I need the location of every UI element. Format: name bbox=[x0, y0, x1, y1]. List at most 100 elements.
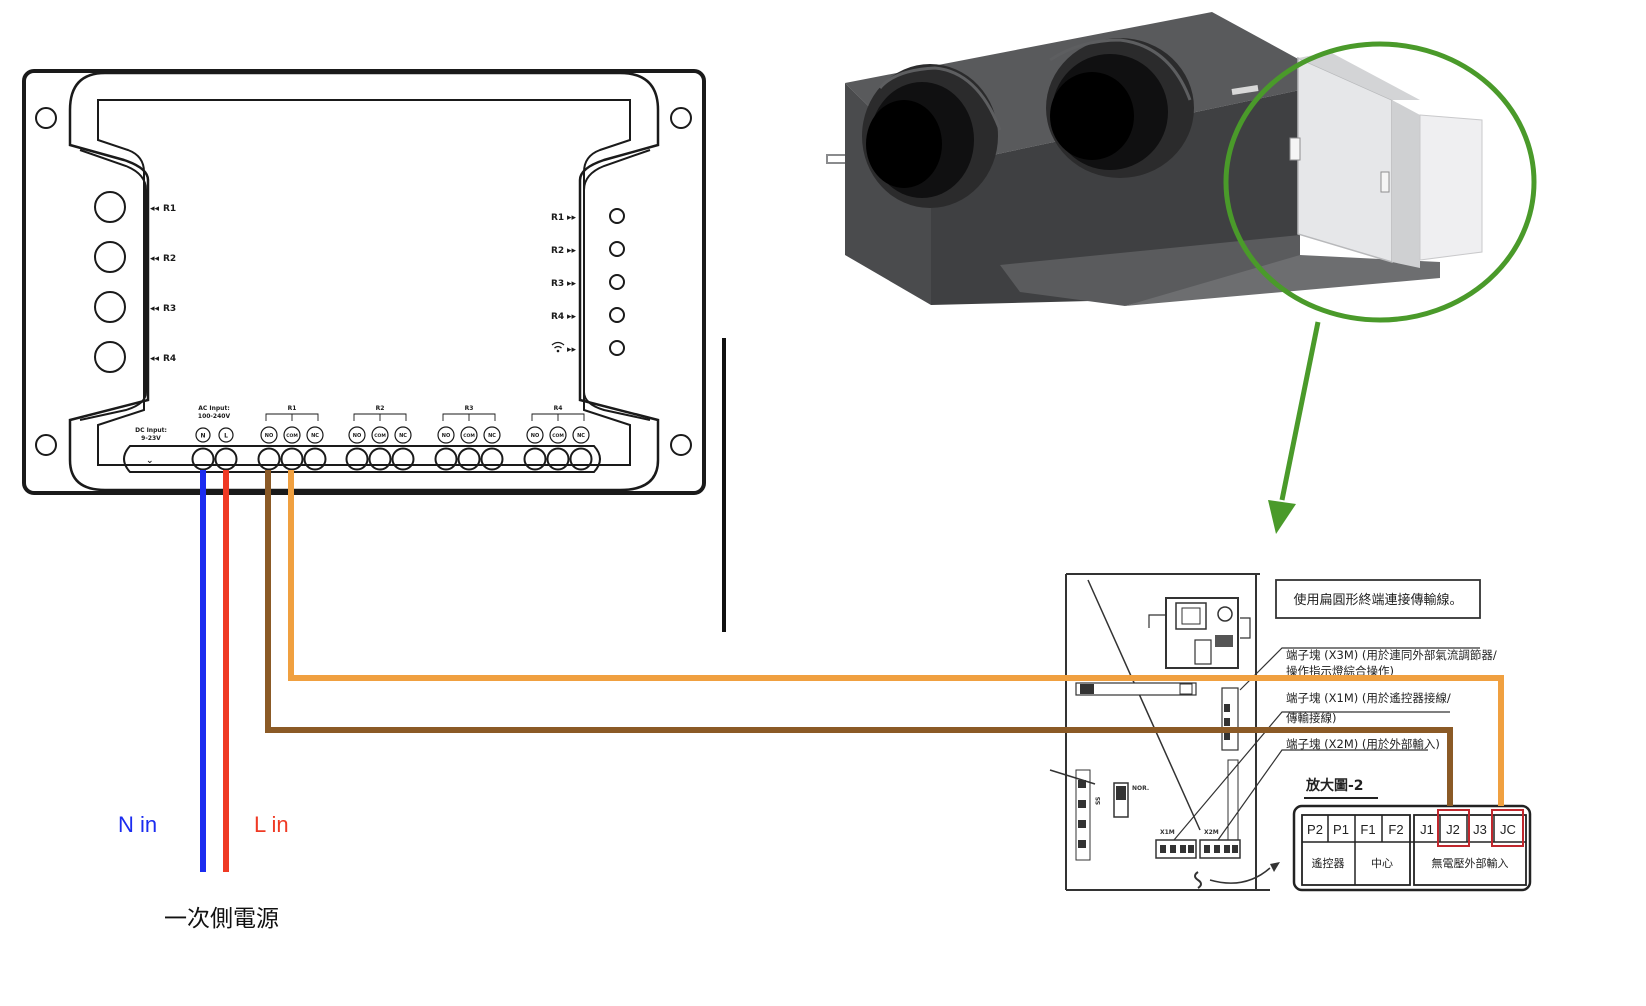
terminal-p2: P2 bbox=[1307, 822, 1323, 837]
highlight-circle bbox=[1223, 41, 1537, 323]
led-arrow-icon: ▸▸ bbox=[567, 345, 577, 355]
wifi-icon bbox=[551, 341, 565, 353]
terminal-r2-com bbox=[368, 447, 392, 471]
mount-hole bbox=[670, 434, 692, 456]
terminal-strip: ⌄ bbox=[123, 445, 601, 473]
relay-group-label: R1 bbox=[288, 405, 297, 412]
switch-s-label: SS bbox=[1095, 797, 1102, 805]
terminal-f2: F2 bbox=[1388, 822, 1403, 837]
x2m-label: X2M bbox=[1204, 829, 1219, 836]
button-label-r2: R2 bbox=[163, 254, 176, 264]
button-label-r3: R3 bbox=[163, 304, 176, 314]
terminal-r3-nc bbox=[480, 447, 504, 471]
label-com: COM bbox=[374, 433, 386, 439]
label-no: NO bbox=[265, 433, 273, 439]
terminal-p1: P1 bbox=[1333, 822, 1349, 837]
label-no: NO bbox=[353, 433, 361, 439]
terminal-r4-no bbox=[523, 447, 547, 471]
relay-group-label: R4 bbox=[554, 405, 563, 412]
terminal-r3-no bbox=[434, 447, 458, 471]
led-arrow-icon: ▸▸ bbox=[567, 213, 577, 223]
button-label-r1: R1 bbox=[163, 204, 176, 214]
terminal-r4-nc bbox=[569, 447, 593, 471]
button-arrow-icon: ◂◂ bbox=[150, 254, 160, 264]
relay-module: ◂◂ R1 ◂◂ R2 ◂◂ R3 ◂◂ R4 R1 ▸▸ R2 ▸▸ R3 ▸… bbox=[22, 69, 706, 495]
wire-brown-no-to-j2 bbox=[265, 470, 1453, 806]
pcb-diagram: NOR. SS X1M X2M 使用扁圓形終端連接傳輸線。 端子塊 (X3M) … bbox=[1049, 573, 1532, 892]
led-r2 bbox=[609, 241, 625, 257]
relay-button-r4[interactable] bbox=[94, 341, 126, 373]
label-nc: NC bbox=[311, 433, 319, 439]
ac-input-title: AC Input: bbox=[198, 405, 229, 412]
x3m-desc-2: 操作指示燈綜合操作) bbox=[1286, 664, 1394, 678]
label-nc: NC bbox=[399, 433, 407, 439]
led-label-r4: R4 bbox=[551, 312, 564, 322]
terminal-r1-com bbox=[280, 447, 304, 471]
terminal-jc: JC bbox=[1500, 822, 1516, 837]
chevron-down-icon: ⌄ bbox=[146, 456, 154, 466]
right-leds: R1 ▸▸ R2 ▸▸ R3 ▸▸ R4 ▸▸ ▸▸ bbox=[551, 208, 625, 356]
terminal-r2-no bbox=[345, 447, 369, 471]
terminal-l bbox=[214, 447, 238, 471]
label-l: L bbox=[224, 433, 228, 440]
terminal-n bbox=[191, 447, 215, 471]
terminal-r1-nc bbox=[303, 447, 327, 471]
relay-button-r2[interactable] bbox=[94, 241, 126, 273]
button-label-r4: R4 bbox=[163, 354, 176, 364]
pointer-arrow bbox=[1279, 321, 1321, 501]
left-buttons: ◂◂ R1 ◂◂ R2 ◂◂ R3 ◂◂ R4 bbox=[94, 191, 176, 373]
terminal-r2-nc bbox=[391, 447, 415, 471]
ac-input-range: 100-240V bbox=[198, 413, 231, 420]
label-nc: NC bbox=[577, 433, 585, 439]
x1m-label: X1M bbox=[1160, 829, 1175, 836]
label-com: COM bbox=[463, 433, 475, 439]
terminal-r1-no bbox=[257, 447, 281, 471]
l-in-label: L in bbox=[254, 812, 289, 837]
wires bbox=[200, 470, 1504, 872]
led-label-r2: R2 bbox=[551, 246, 564, 256]
terminal-f1: F1 bbox=[1360, 822, 1375, 837]
led-r1 bbox=[609, 208, 625, 224]
led-wifi bbox=[609, 340, 625, 356]
label-no: NO bbox=[531, 433, 539, 439]
zoom-terminal-block bbox=[1292, 804, 1532, 892]
led-arrow-icon: ▸▸ bbox=[567, 246, 577, 256]
relay-button-r1[interactable] bbox=[94, 191, 126, 223]
led-arrow-icon: ▸▸ bbox=[567, 312, 577, 322]
button-arrow-icon: ◂◂ bbox=[150, 204, 160, 214]
led-label-r3: R3 bbox=[551, 279, 564, 289]
terminal-j1: J1 bbox=[1420, 822, 1434, 837]
highlight-j2 bbox=[1437, 809, 1470, 847]
primary-power-label: 一次側電源 bbox=[164, 906, 279, 932]
led-r4 bbox=[609, 307, 625, 323]
ventilation-unit bbox=[826, 12, 1483, 306]
x3m-desc-1: 端子塊 (X3M) (用於連同外部氣流調節器/ bbox=[1286, 648, 1497, 662]
label-com: COM bbox=[286, 433, 298, 439]
relay-group-label: R2 bbox=[376, 405, 385, 412]
label-nc: NC bbox=[488, 433, 496, 439]
dc-input-title: DC Input: bbox=[135, 427, 167, 434]
terminal-r3-com bbox=[457, 447, 481, 471]
mount-hole bbox=[35, 107, 57, 129]
relay-button-r3[interactable] bbox=[94, 291, 126, 323]
led-arrow-icon: ▸▸ bbox=[567, 279, 577, 289]
arrow-head-icon bbox=[1268, 500, 1296, 534]
relay-group-label: R3 bbox=[465, 405, 474, 412]
wire-orange-com-to-jc bbox=[288, 470, 1504, 806]
zoom-title: 放大圖-2 bbox=[1305, 777, 1364, 794]
x1m-desc-2: 傳輸接線) bbox=[1286, 711, 1337, 725]
terminal-j3: J3 bbox=[1473, 822, 1487, 837]
dc-input-range: 9-23V bbox=[141, 435, 161, 442]
section-external-input: 無電壓外部輸入 bbox=[1432, 856, 1509, 870]
highlight-jc bbox=[1491, 809, 1524, 847]
switch-nor-label: NOR. bbox=[1132, 785, 1149, 792]
mount-hole bbox=[670, 107, 692, 129]
callout-text: 使用扁圓形終端連接傳輸線。 bbox=[1293, 592, 1462, 608]
label-com: COM bbox=[552, 433, 564, 439]
section-remote: 遙控器 bbox=[1312, 856, 1345, 870]
terminal-j2: J2 bbox=[1446, 822, 1460, 837]
label-n: N bbox=[200, 433, 205, 440]
mount-hole bbox=[35, 434, 57, 456]
button-arrow-icon: ◂◂ bbox=[150, 304, 160, 314]
